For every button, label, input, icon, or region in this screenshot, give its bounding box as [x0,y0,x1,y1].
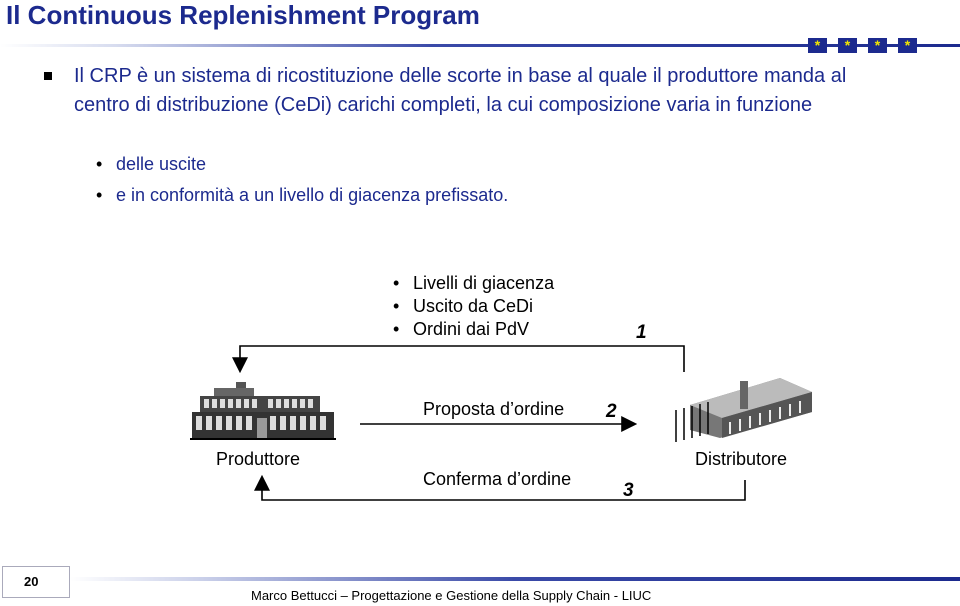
confirmation-label: Conferma d’ordine [423,469,572,489]
star-icon: * [868,38,887,53]
bullet-dot-icon: • [393,296,400,316]
info-bullet-text: Ordini dai PdV [413,319,530,339]
factory-building-icon [190,382,336,440]
decoration-stars: * * * * [808,38,917,53]
info-bullets: • Livelli di giacenza • Uscito da CeDi • Or… [393,272,554,341]
star-icon: * [808,38,827,53]
bullet-dot-icon: • [96,185,103,205]
footer-divider [70,577,960,581]
square-bullet-icon [44,72,52,80]
distributor-label: Distributore [695,449,788,469]
sub-bullet-text: delle uscite [116,154,207,174]
info-bullet: • Livelli di giacenza [393,272,554,295]
info-bullet-text: Uscito da CeDi [413,296,534,316]
star-icon: * [898,38,917,53]
footer-text: Marco Bettucci – Progettazione e Gestion… [251,588,652,603]
main-paragraph: Il CRP è un sistema di ricostituzione de… [74,65,847,116]
bullet-dot-icon: • [96,154,103,174]
producer-label: Produttore [216,449,301,469]
page-number: 20 [24,574,39,589]
slide-title: Il Continuous Replenishment Program [6,0,480,30]
sub-bullet-text: e in conformità a un livello di giacenza… [116,185,509,205]
info-bullet: • Ordini dai PdV [393,318,554,341]
info-bullet: • Uscito da CeDi [393,295,554,318]
star-icon: * [838,38,857,53]
step-number: 1 [636,322,647,343]
step-number: 3 [623,480,634,501]
step-number: 2 [606,401,617,422]
page-number-box [2,566,70,598]
arrow-info-flow [232,345,685,374]
arrow-confirmation [254,474,746,501]
title-divider [0,44,960,47]
sub-bullet: • e in conformità a un livello di giacenz… [96,185,508,206]
sub-bullet: • delle uscite [96,154,206,175]
info-bullet-text: Livelli di giacenza [413,273,555,293]
bullet-dot-icon: • [393,319,400,339]
bullet-dot-icon: • [393,273,400,293]
warehouse-building-icon [675,378,812,442]
proposal-label: Proposta d’ordine [423,399,565,419]
